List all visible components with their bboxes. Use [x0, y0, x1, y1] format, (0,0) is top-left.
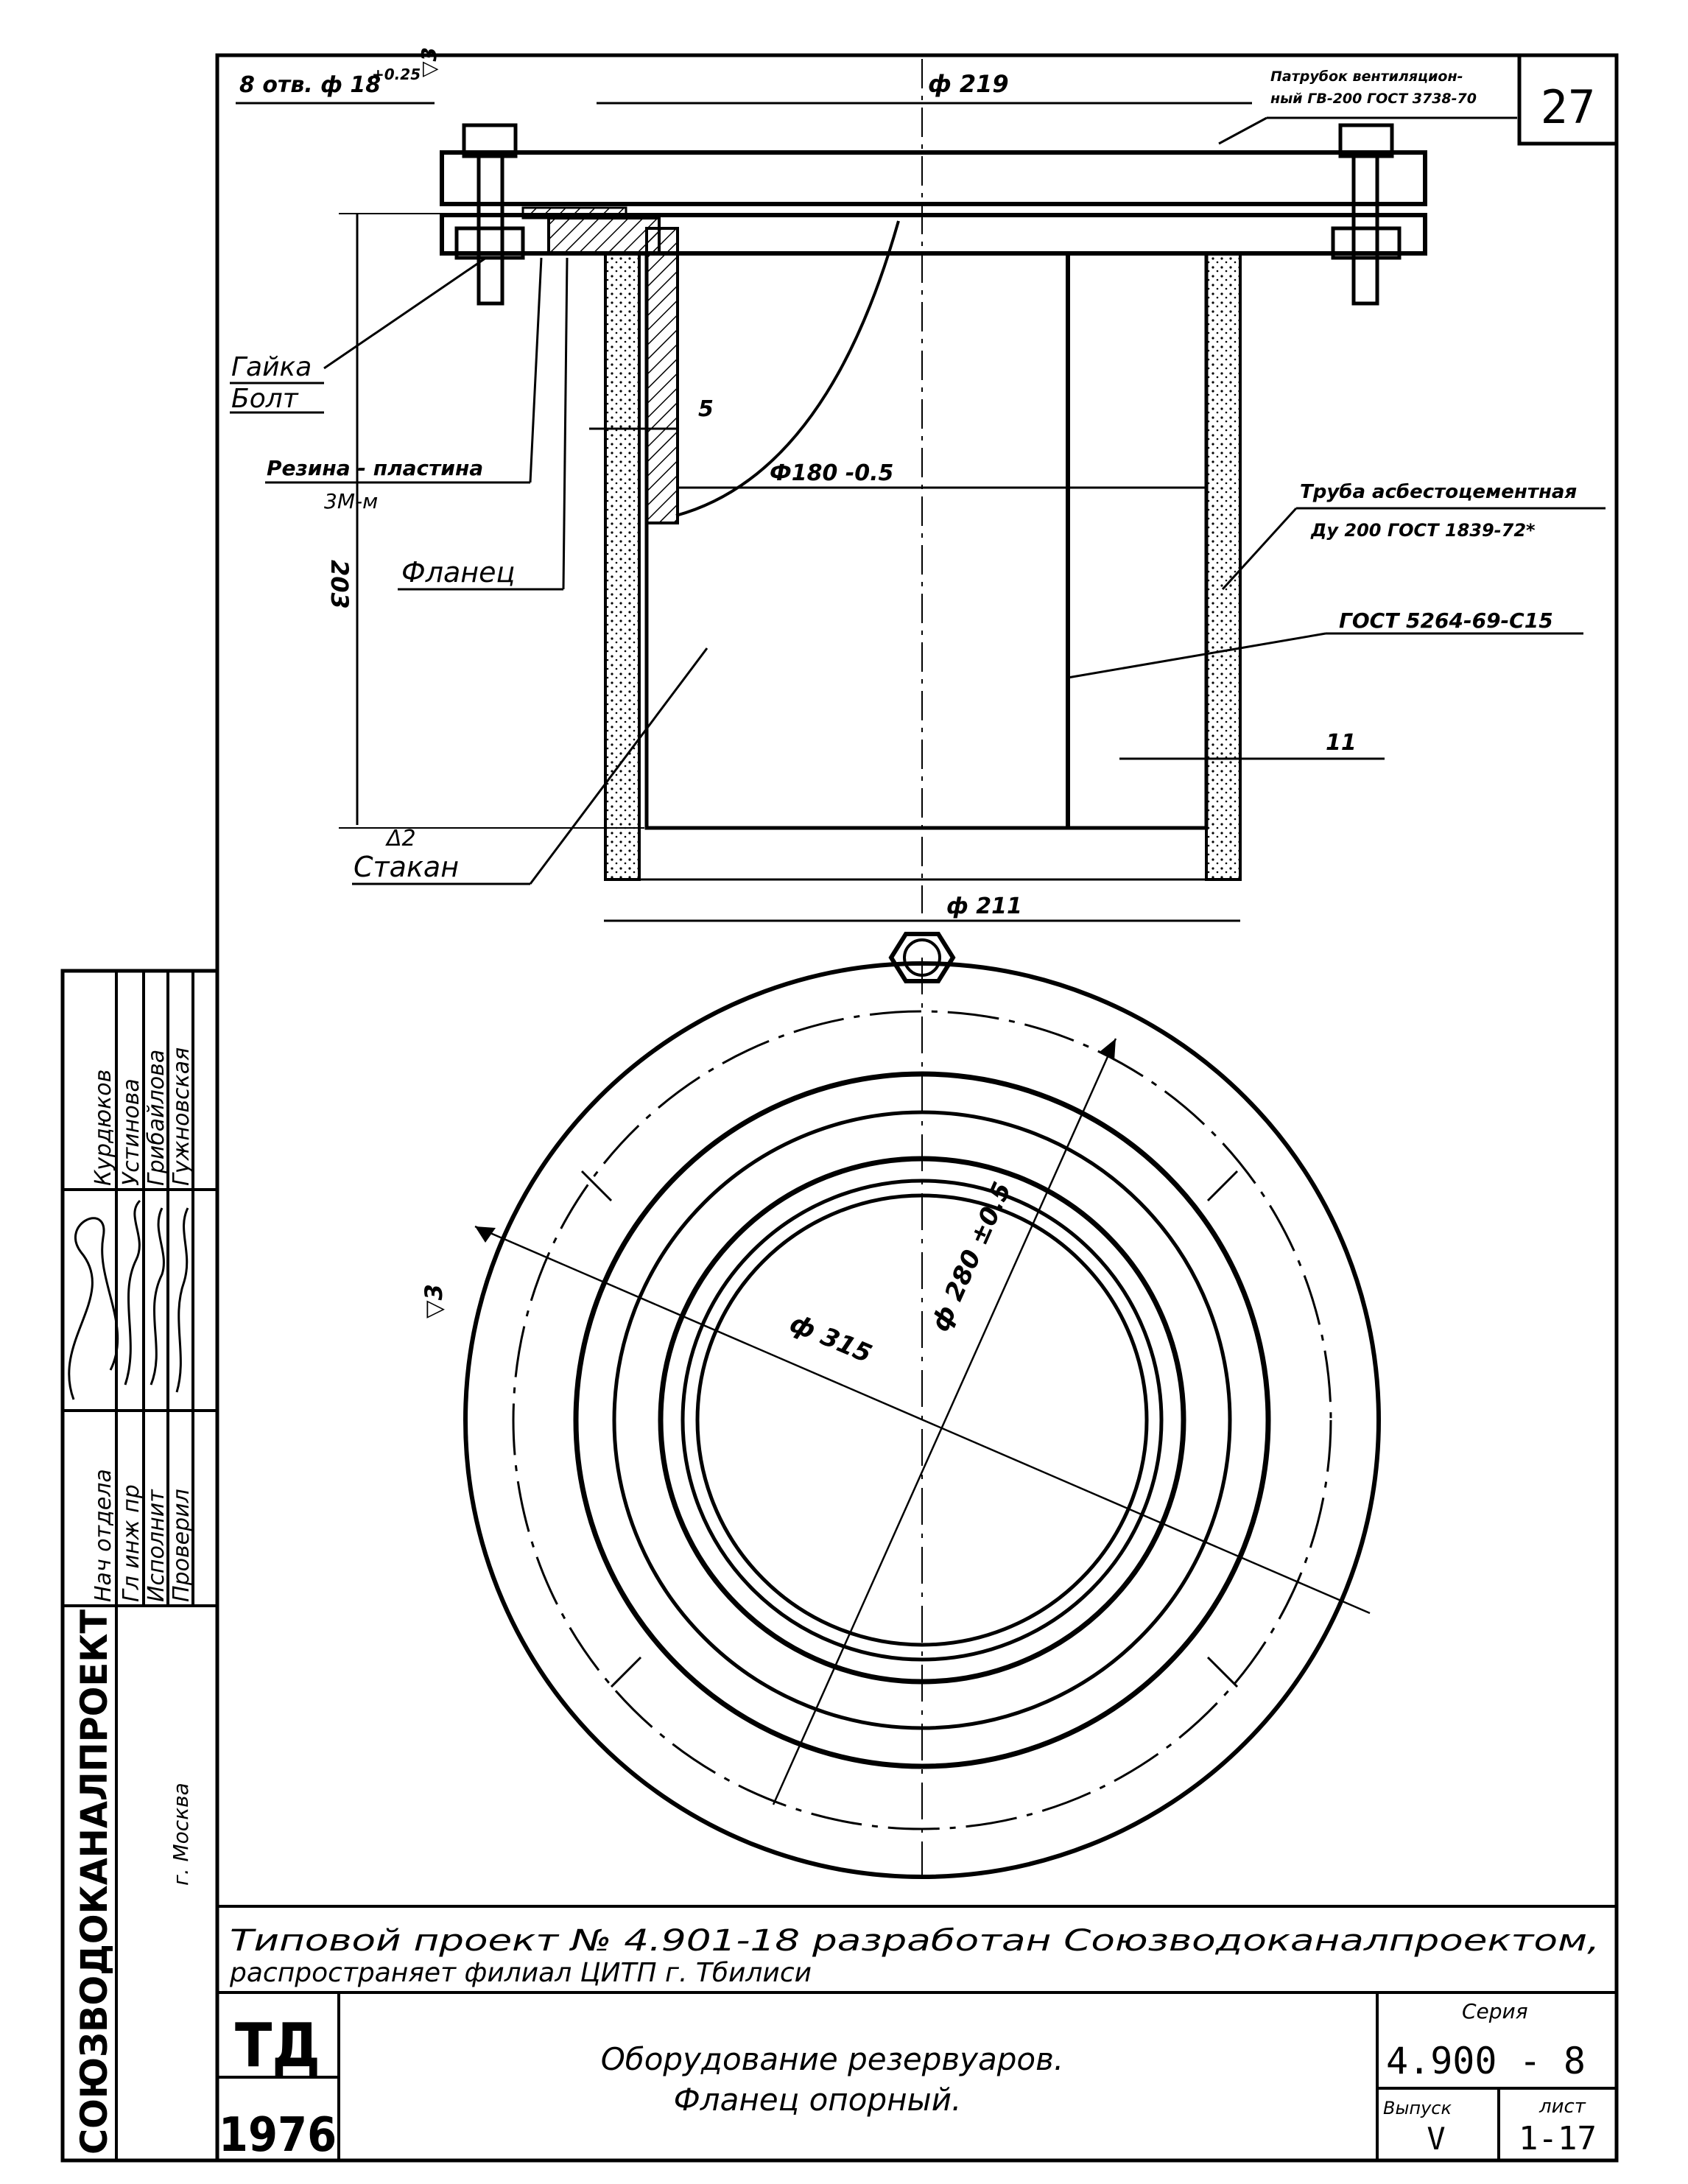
patrubok-label-1: Патрубок вентиляцион-	[1270, 69, 1463, 85]
holes-tolerance: +0.25	[372, 66, 421, 83]
dim-11: 11	[1326, 730, 1357, 756]
role-gl-inzh: Гл инж пр	[119, 1484, 144, 1602]
role-nach-otdela: Нач отдела	[91, 1469, 116, 1602]
rezina-label: Резина - пластина	[267, 456, 483, 480]
dim-phi-219: ф 219	[928, 70, 1009, 98]
seria-value: 4.900 - 8	[1386, 2040, 1586, 2082]
dim-phi-180: Ф180 -0.5	[770, 460, 893, 486]
role-proveril: Проверил	[169, 1489, 194, 1602]
sheet-number: 27	[1541, 80, 1596, 134]
list-value: 1-17	[1519, 2120, 1597, 2157]
dim-5: 5	[698, 396, 714, 422]
drawing-title-1: Оборудование резервуаров.	[601, 2041, 1063, 2077]
name-ustinova: Устинова	[119, 1078, 144, 1186]
roughness-mark-side: ▽3	[420, 1284, 448, 1319]
org-name: СОЮЗВОДОКАНАЛПРОЕКТ	[73, 1609, 116, 2155]
role-ispolnit: Исполнит	[144, 1489, 169, 1602]
upper-flange-plate	[440, 150, 1427, 206]
approval-table	[63, 971, 217, 2160]
name-gribailova: Грибайлова	[144, 1050, 169, 1186]
section-view	[230, 59, 1606, 922]
asbestos-pipe-left	[604, 252, 641, 881]
frame	[60, 53, 1619, 2163]
delta-2: Δ2	[385, 826, 416, 852]
truba-label-2: Ду 200 ГОСТ 1839-72*	[1310, 520, 1536, 541]
rubber-gasket	[521, 206, 627, 220]
project-line-2: распространяет филиал ЦИТП г. Тбилиси	[229, 1958, 812, 1988]
gost-pipe-label: ГОСТ 5264-69-С15	[1339, 608, 1553, 633]
signatures	[68, 1199, 189, 1400]
name-guzhnovskaya: Гужновская	[169, 1047, 194, 1186]
dim-phi-211: ф 211	[946, 893, 1022, 919]
name-kurdyukov: Курдюков	[91, 1070, 116, 1186]
gaika-label: Гайка	[231, 352, 312, 382]
list-label: лист	[1538, 2096, 1586, 2118]
asbestos-pipe-right	[1205, 252, 1242, 881]
plan-view	[463, 932, 1381, 1886]
flange-section	[547, 217, 661, 255]
dim-phi-315: ф 315	[785, 1308, 876, 1369]
rezina-sub-label: 3М-м	[324, 489, 378, 513]
year: 1976	[219, 2108, 337, 2163]
org-city: г. Москва	[169, 1783, 193, 1886]
bolt-label: Болт	[231, 384, 299, 414]
flanets-label: Фланец	[401, 556, 515, 589]
dim-203: 203	[326, 560, 354, 609]
truba-label-1: Труба асбестоцементная	[1300, 481, 1577, 503]
patrubok-label-2: ный ГВ-200 ГОСТ 3738-70	[1270, 91, 1477, 107]
project-line-1: Типовой проект № 4.901-18 разработан Сою…	[230, 1924, 1600, 1958]
roughness-mark-top: ▽3	[417, 47, 441, 77]
holes-label: 8 отв. ф 18	[239, 72, 381, 98]
stakan-label: Стакан	[354, 851, 459, 883]
vypusk-label: Выпуск	[1383, 2098, 1452, 2118]
seria-label: Серия	[1462, 1999, 1528, 2023]
drawing-title-2: Фланец опорный.	[674, 2082, 962, 2118]
td-logo: ТД	[235, 2011, 320, 2081]
nut-hexagon	[888, 932, 956, 983]
title-block	[217, 1991, 1617, 2160]
cup-body	[644, 251, 1209, 830]
vypusk-value: V	[1427, 2121, 1445, 2157]
cup-wall-left	[645, 227, 679, 524]
